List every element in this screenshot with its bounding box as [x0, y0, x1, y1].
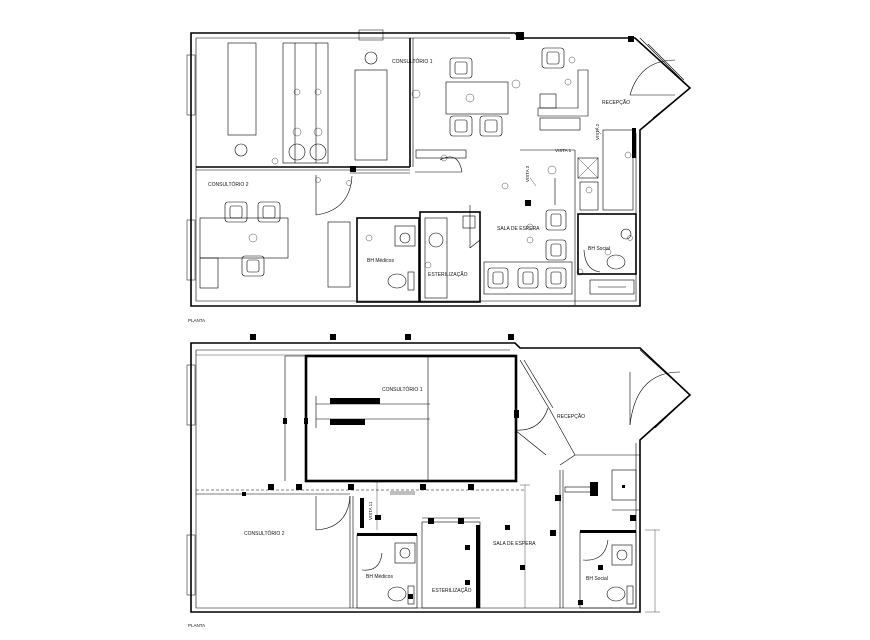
counter	[330, 398, 380, 404]
toilet-icon	[387, 273, 407, 289]
chair-icon	[545, 209, 567, 231]
desk	[199, 217, 289, 259]
room-label-bh-medicos: BH Médicos	[367, 258, 394, 264]
counter	[327, 221, 351, 288]
room-label-bh-social: BH Social	[586, 576, 608, 582]
room-label-consultorio-2: CONSULTÓRIO 2	[244, 530, 285, 537]
chair-icon	[449, 115, 473, 137]
room-label-sala-espera: SALA DE ESPERA	[493, 541, 536, 547]
door-swing	[315, 495, 351, 531]
room-label-consultorio-2: CONSULTÓRIO 2	[208, 181, 249, 188]
sink-icon	[234, 143, 248, 157]
view-label-vista-3: VISTA 3	[525, 165, 530, 182]
bench	[483, 261, 573, 295]
room-label-consultorio-1: CONSULTÓRIO 1	[382, 386, 423, 393]
washbasin-icon	[399, 232, 411, 244]
chair-icon	[545, 267, 567, 289]
toilet-icon	[606, 586, 626, 602]
window	[358, 29, 384, 41]
reception-counter	[537, 69, 589, 117]
drawing-caption-top: PLANTA	[188, 318, 205, 323]
washbasin-icon	[620, 228, 632, 240]
dental-chair-icon	[309, 143, 327, 161]
room-label-consultorio-1: CONSULTÓRIO 1	[392, 58, 433, 65]
counter	[354, 69, 388, 161]
chair-icon	[257, 201, 281, 223]
view-label-vista-11: VISTA 11	[368, 501, 373, 520]
washbasin-icon	[616, 549, 628, 561]
appliance	[577, 157, 599, 179]
chair-icon	[479, 115, 503, 137]
toilet-icon	[606, 254, 626, 270]
window	[186, 534, 196, 596]
view-label-vista-1: VISTA 1	[555, 148, 572, 153]
chair-icon	[449, 57, 473, 79]
washbasin-icon	[399, 547, 411, 559]
door-swing	[629, 371, 681, 426]
desk	[445, 81, 509, 115]
sink-icon	[364, 51, 378, 65]
counter	[330, 419, 365, 425]
room-label-sala-espera: SALA DE ESPERA	[497, 226, 540, 232]
door-swing	[629, 59, 676, 96]
room-label-esterilizacao: ESTERILIZAÇÃO	[432, 587, 472, 594]
bottom-floor-plan: CONSULTÓRIO 1 CONSULTÓRIO 2 RECEPÇÃO SAL…	[186, 334, 692, 628]
toilet-icon	[387, 586, 407, 602]
chair-icon	[241, 255, 265, 277]
door-swing	[514, 407, 549, 431]
room-label-bh-medicos: BH Médicos	[366, 574, 393, 580]
sterilizer-icon	[428, 232, 444, 248]
chair-icon	[545, 239, 567, 261]
counter	[227, 42, 257, 136]
window	[186, 54, 196, 116]
room-label-esterilizacao: ESTERILIZAÇÃO	[428, 271, 468, 278]
chair-icon	[541, 47, 565, 69]
top-floor-plan: CONSULTÓRIO 1 CONSULTÓRIO 2 RECEPÇÃO SAL…	[186, 29, 692, 323]
chair-icon	[487, 267, 509, 289]
room-label-bh-social: BH Social	[588, 246, 610, 252]
counter	[589, 279, 635, 295]
chair-icon	[517, 267, 539, 289]
room-label-recepcao: RECEPÇÃO	[602, 99, 630, 106]
dental-chair-icon	[288, 143, 306, 161]
window	[186, 364, 196, 426]
chair-icon	[224, 201, 248, 223]
view-label-vista-2: VISTA 2	[595, 123, 600, 140]
room-label-recepcao: RECEPÇÃO	[557, 413, 585, 420]
drawing-caption-bottom: PLANTA	[188, 623, 205, 628]
window	[186, 219, 196, 281]
cabinet	[282, 42, 329, 164]
